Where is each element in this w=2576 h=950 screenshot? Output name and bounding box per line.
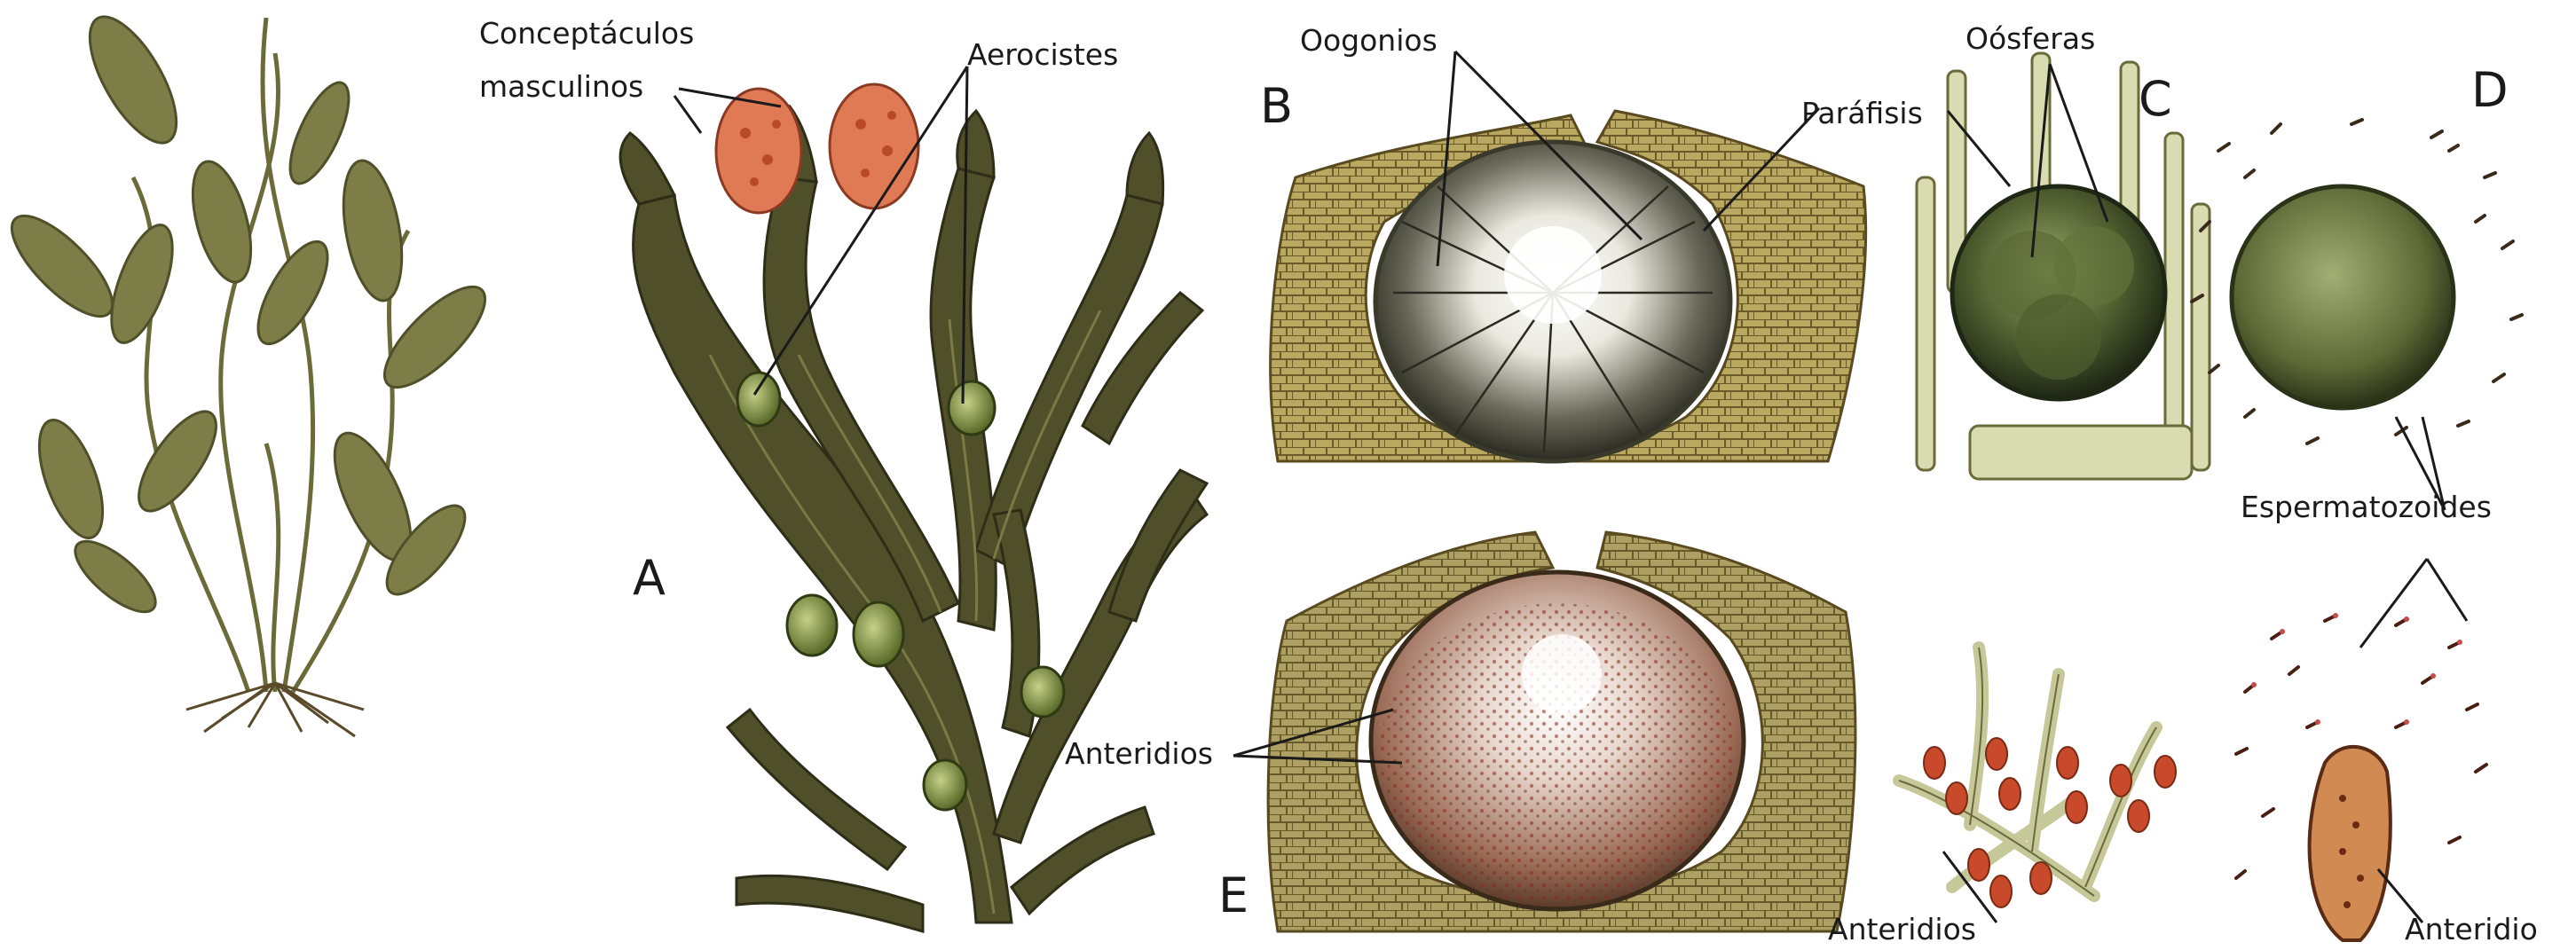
receptacle-2 <box>830 84 918 208</box>
branched-antheridia <box>1899 648 2176 907</box>
conceptacle-antheridia <box>1268 532 1855 931</box>
leader-esperm-4 <box>2427 559 2467 621</box>
panel-letter-e: E <box>1218 869 1249 923</box>
antheridium-releasing <box>2236 613 2486 940</box>
panel-letter-b: B <box>1260 80 1293 133</box>
leader-conceptaculos-2 <box>674 96 701 133</box>
label-anteridios-e: Anteridios <box>1065 736 1213 772</box>
antheridium <box>2310 747 2391 940</box>
label-oogonios: Oogonios <box>1300 23 1438 59</box>
label-anteridio: Anteridio <box>2405 912 2538 947</box>
egg-with-spermatozoids <box>2192 120 2522 444</box>
label-parafisis: Paráfisis <box>1801 96 1923 131</box>
receptacle-1 <box>716 89 801 213</box>
leader-esperm-3 <box>2360 559 2427 648</box>
label-oosferas: Oósferas <box>1965 21 2095 57</box>
label-conceptaculos: Conceptáculos <box>479 16 694 51</box>
aerocyst-6 <box>924 760 966 810</box>
label-aerocistes: Aerocistes <box>967 37 1118 73</box>
label-espermatozoides: Espermatozoides <box>2241 490 2492 525</box>
fucus-thallus <box>620 84 1207 931</box>
egg <box>2232 186 2454 408</box>
aerocyst-5 <box>1021 667 1064 717</box>
small-seaweed-plant <box>0 4 500 736</box>
aerocyst-2 <box>949 381 995 435</box>
label-masculinos: masculinos <box>479 69 643 105</box>
panel-letter-c: C <box>2139 73 2172 126</box>
aerocyst-4 <box>854 602 903 666</box>
aerocyst-3 <box>787 595 837 656</box>
aerocyst-1 <box>737 373 780 426</box>
panel-letter-d: D <box>2471 64 2509 117</box>
label-anteridios-bottom: Anteridios <box>1828 912 1976 947</box>
panel-letter-a: A <box>633 552 666 605</box>
